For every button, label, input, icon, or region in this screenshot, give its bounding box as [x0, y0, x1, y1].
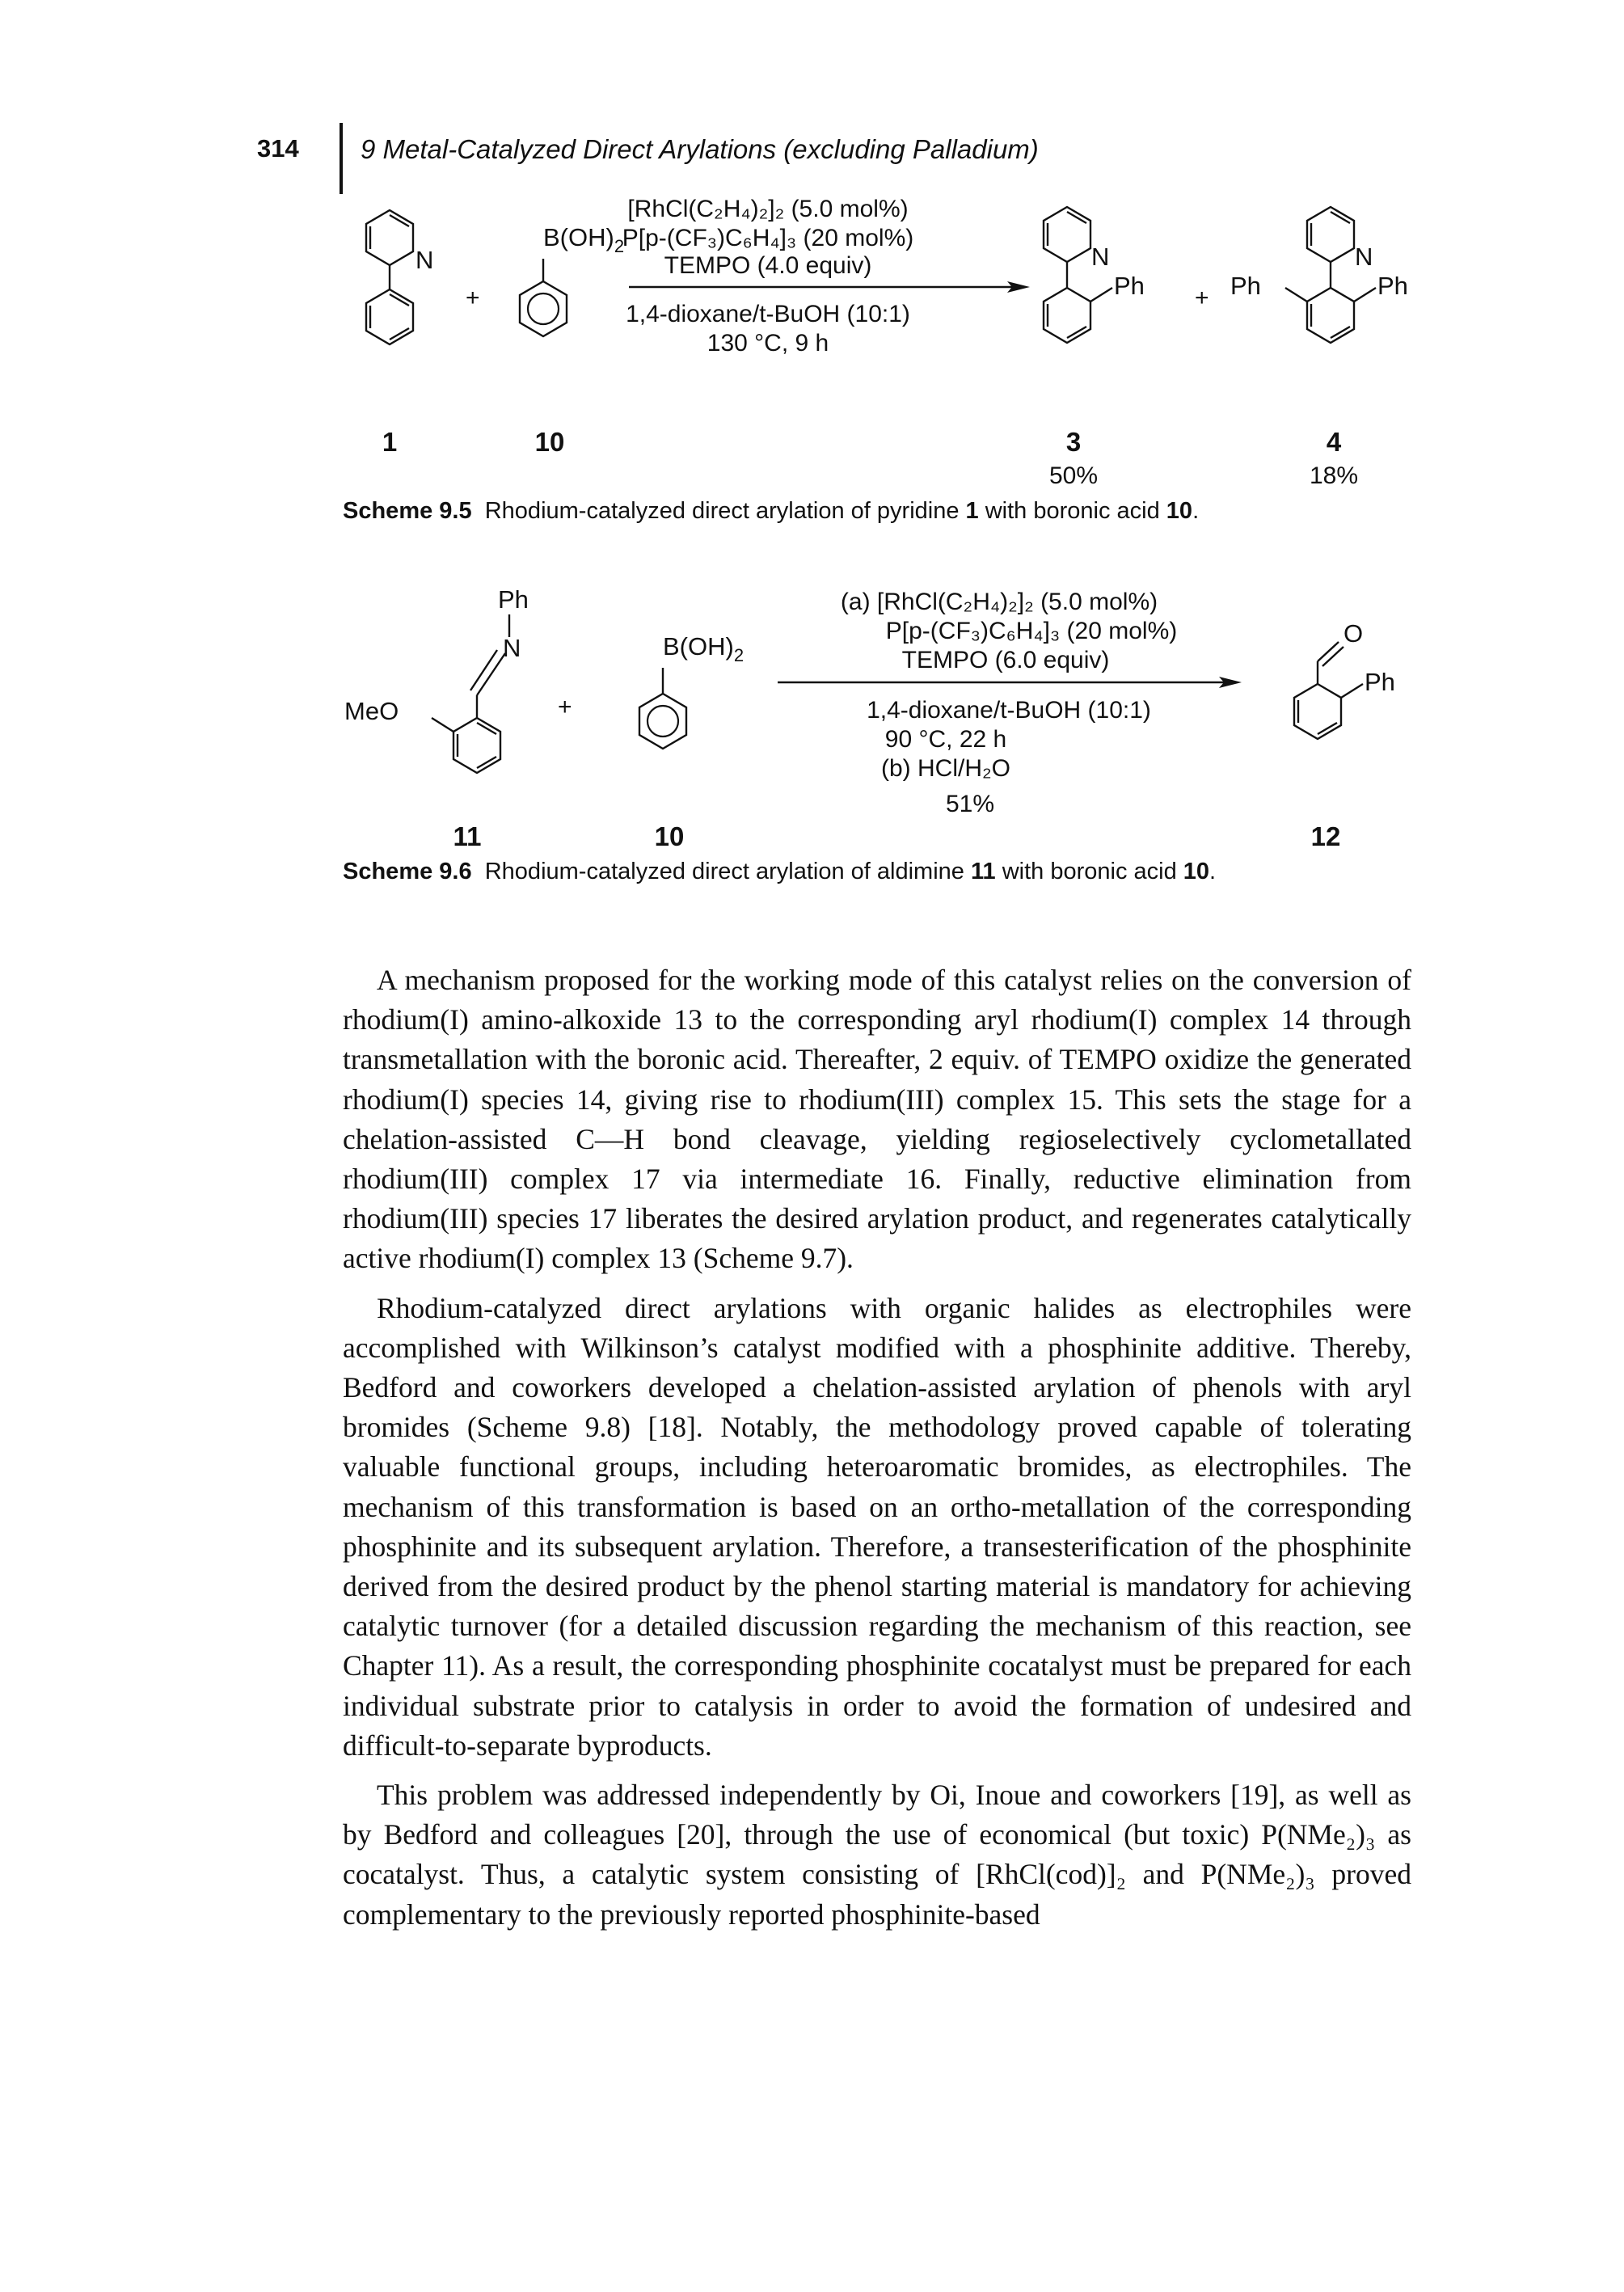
scheme-9-6-caption: Scheme 9.6 Rhodium-catalyzed direct aryl…: [343, 859, 1216, 885]
caption-text: Rhodium-catalyzed direct arylation of py…: [484, 498, 966, 524]
scheme-9-5-caption: Scheme 9.5 Rhodium-catalyzed direct aryl…: [343, 498, 1199, 525]
paragraph-3: This problem was addressed independently…: [343, 1779, 1411, 1931]
condition-temperature-time: 130 °C, 9 h: [707, 330, 829, 357]
caption-compound-ref: 11: [970, 859, 996, 884]
compound-label-4: 4: [1327, 427, 1342, 457]
caption-label: Scheme 9.6: [343, 859, 472, 884]
atom-o-12: O: [1343, 619, 1363, 648]
atom-n-4: N: [1355, 243, 1373, 271]
boronic-acid-label: B(OH): [543, 223, 614, 251]
body-text: A mechanism proposed for the working mod…: [343, 960, 1411, 1935]
plus-sign-1: +: [466, 285, 480, 311]
caption-text: .: [1192, 498, 1200, 524]
condition-ligand: P[p-(CF₃)C₆H₄]₃ (20 mol%): [622, 225, 913, 251]
atom-ph-12: Ph: [1365, 668, 1395, 696]
compound-4-structure: [1284, 205, 1377, 344]
caption-text: Rhodium-catalyzed direct arylation of al…: [484, 859, 971, 884]
compound-3-structure: [1042, 205, 1113, 344]
compound-label-10: 10: [655, 821, 685, 851]
caption-compound-ref: 10: [1183, 859, 1210, 884]
paragraph-1: A mechanism proposed for the working mod…: [343, 964, 1411, 1275]
atom-meo-11: MeO: [344, 697, 399, 725]
condition-catalyst: (a) [RhCl(C₂H₄)₂]₂ (5.0 mol%): [841, 589, 1158, 615]
compound-label-1: 1: [382, 427, 397, 457]
caption-text: .: [1209, 859, 1217, 884]
yield-3: 50%: [1049, 462, 1098, 489]
page-number: 314: [257, 134, 299, 163]
condition-hydrolysis: (b) HCl/H₂O: [881, 755, 1010, 782]
svg-text:B(OH)2: B(OH)2: [663, 632, 744, 665]
condition-catalyst: [RhCl(C₂H₄)₂]₂ (5.0 mol%): [627, 196, 908, 222]
compound-label-10: 10: [535, 427, 565, 457]
condition-solvent: 1,4-dioxane/t-BuOH (10:1): [626, 301, 910, 327]
compound-10-structure: [518, 259, 568, 338]
condition-oxidant: TEMPO (6.0 equiv): [902, 647, 1110, 673]
plus-sign-2: +: [1195, 285, 1209, 311]
boronic-acid-label: B(OH): [663, 632, 734, 661]
atom-ph-11: Ph: [498, 585, 529, 614]
paragraph-2: Rhodium-catalyzed direct arylations with…: [343, 1291, 1411, 1762]
compound-11-structure: [431, 614, 511, 775]
atom-n-1: N: [415, 246, 433, 274]
atom-ph-4-left: Ph: [1230, 272, 1261, 300]
compound-10b-structure: [638, 668, 688, 750]
boronic-acid-subscript: 2: [734, 645, 744, 665]
scheme-9-6: Ph N MeO + B(OH)2 (a) [RhCl(C₂H₄)₂]₂ (5.…: [243, 582, 1431, 857]
atom-n-11: N: [503, 634, 521, 662]
boronic-acid-subscript: 2: [614, 236, 624, 256]
compound-12-structure: [1293, 641, 1364, 741]
atom-ph-3: Ph: [1114, 272, 1145, 300]
atom-ph-4-right: Ph: [1377, 272, 1408, 300]
yield-4: 18%: [1310, 462, 1358, 489]
scheme-9-6-drawing: Ph N MeO + B(OH)2 (a) [RhCl(C₂H₄)₂]₂ (5.…: [344, 585, 1395, 851]
header-rule: [340, 123, 343, 194]
atom-n-3: N: [1091, 243, 1109, 271]
caption-label: Scheme 9.5: [343, 498, 472, 524]
arrow-head: [1219, 677, 1242, 688]
compound-label-3: 3: [1066, 427, 1081, 457]
condition-solvent: 1,4-dioxane/t-BuOH (10:1): [867, 697, 1151, 724]
compound-1-structure: [365, 209, 415, 346]
caption-text: with boronic acid: [978, 498, 1166, 524]
condition-temperature-time: 90 °C, 22 h: [885, 726, 1006, 753]
running-title: 9 Metal-Catalyzed Direct Arylations (exc…: [361, 134, 1039, 164]
arrow-head: [1007, 281, 1030, 293]
compound-label-11: 11: [453, 821, 482, 851]
caption-compound-ref: 1: [965, 498, 979, 524]
caption-text: with boronic acid: [995, 859, 1183, 884]
compound-label-12: 12: [1311, 821, 1341, 851]
condition-ligand: P[p-(CF₃)C₆H₄]₃ (20 mol%): [886, 618, 1177, 644]
caption-compound-ref: 10: [1166, 498, 1193, 524]
svg-text:B(OH)2: B(OH)2: [543, 223, 624, 256]
scheme-9-5-drawing: N + B(OH)2 [RhCl(C₂H₄)₂]₂ (5.0 mol%) P[p…: [365, 196, 1408, 489]
condition-oxidant: TEMPO (4.0 equiv): [664, 252, 872, 279]
plus-sign-3: +: [558, 694, 572, 720]
scheme-9-5: N + B(OH)2 [RhCl(C₂H₄)₂]₂ (5.0 mol%) P[p…: [243, 194, 1431, 493]
yield-12: 51%: [946, 791, 994, 817]
